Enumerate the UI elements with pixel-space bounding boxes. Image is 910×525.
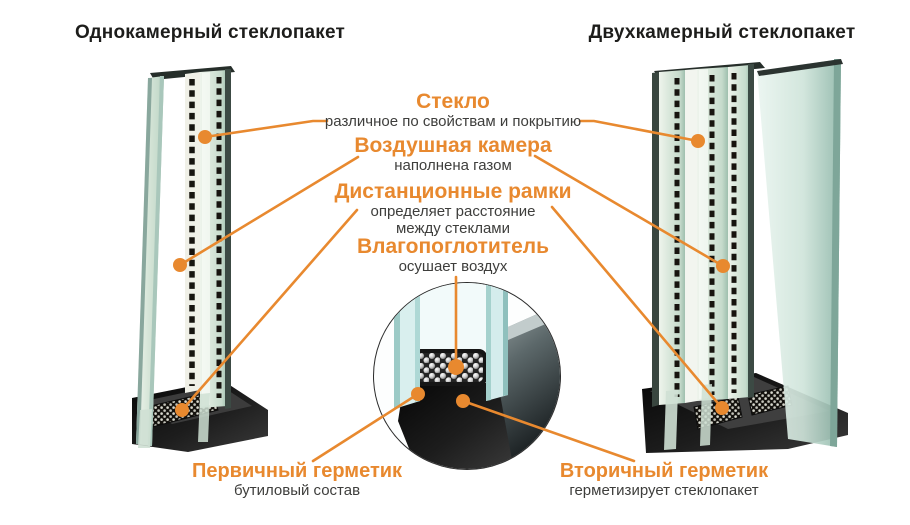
callout-desiccant: Влагопоглотитель осушает воздух [303,235,603,276]
callout-air-chamber-title: Воздушная камера [354,134,552,157]
cross-section-detail [394,283,560,469]
callout-air-chamber: Воздушная камера наполнена газом [303,134,603,175]
callout-primary-sealant-title: Первичный герметик [191,460,403,482]
single-chamber-unit-illustration [132,66,268,452]
double-chamber-unit-illustration [642,59,848,453]
callout-spacer-frames-title: Дистанционные рамки [334,180,572,203]
callout-glass: Стекло различное по свойствам и покрытию [303,90,603,131]
callout-spacer-frames-subtitle: определяет расстояние между стеклами [370,203,536,237]
callout-glass-subtitle: различное по свойствам и покрытию [324,113,582,131]
callout-secondary-sealant-title: Вторичный герметик [559,460,769,482]
callout-secondary-sealant: Вторичный герметик герметизирует стеклоп… [534,461,794,500]
double-chamber-title: Двухкамерный стеклопакет [588,22,856,43]
callout-spacer-frames: Дистанционные рамки определяет расстояни… [303,180,603,237]
callout-air-chamber-subtitle: наполнена газом [394,157,512,175]
callout-desiccant-title: Влагопоглотитель [357,235,549,258]
magnifier-circle [373,282,561,470]
callout-primary-sealant: Первичный герметик бутиловый состав [172,461,422,500]
callout-desiccant-subtitle: осушает воздух [398,258,508,276]
callout-glass-title: Стекло [416,90,490,113]
single-chamber-title: Однокамерный стеклопакет [75,22,345,43]
callout-secondary-sealant-subtitle: герметизирует стеклопакет [569,482,759,499]
callout-primary-sealant-subtitle: бутиловый состав [233,482,361,499]
